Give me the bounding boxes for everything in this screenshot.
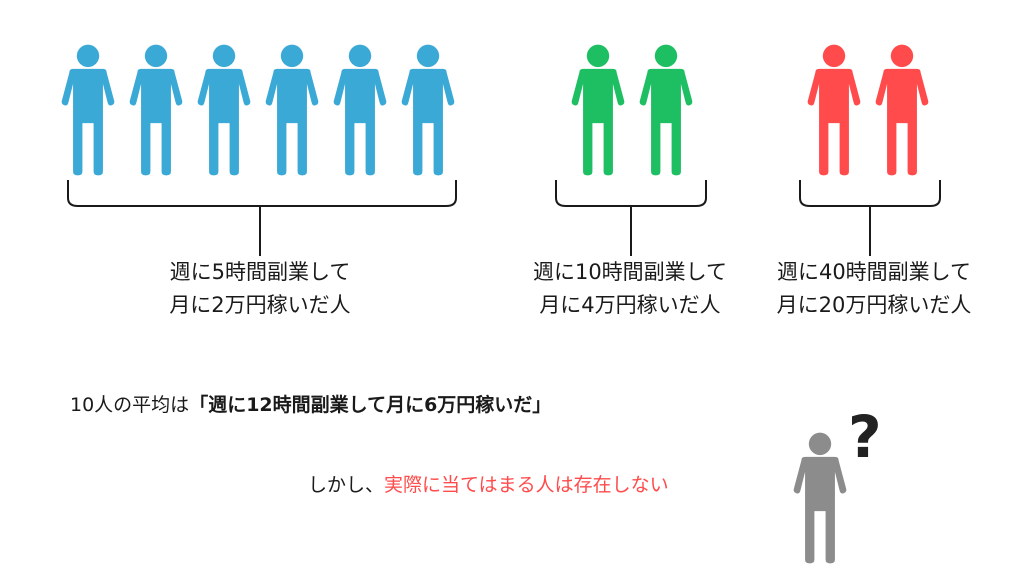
summary-close-quote: 」 [532, 394, 552, 416]
person-icon [400, 40, 456, 180]
note-prefix: しかし、 [308, 474, 385, 496]
person-icon [332, 40, 388, 180]
person-icon [196, 40, 252, 180]
group2-label: 週に10時間副業して 月に4万円稼いだ人 [510, 256, 750, 322]
summary-open-quote: 「 [189, 394, 209, 416]
note-highlight: 実際に当てはまる人は存在しない [384, 474, 669, 496]
average-summary: 10人の平均は「週に12時間副業して月に6万円稼いだ」 [70, 390, 551, 417]
summary-quote-text: 週に12時間副業して月に6万円稼いだ [208, 394, 533, 416]
group3-label: 週に40時間副業して 月に20万円稼いだ人 [754, 256, 994, 322]
question-mark-icon: ? [848, 403, 882, 471]
unknown-person-icon [792, 428, 848, 568]
group2-label-line1: 週に10時間副業して [532, 260, 728, 284]
person-icon [874, 40, 930, 180]
person-icon [128, 40, 184, 180]
group2-label-line2: 月に4万円稼いだ人 [539, 293, 721, 317]
group3-label-line2: 月に20万円稼いだ人 [776, 293, 972, 317]
person-icon [570, 40, 626, 180]
summary-prefix: 10人の平均は [70, 394, 190, 416]
group3-bracket [799, 180, 941, 256]
person-icon [60, 40, 116, 180]
person-icon [806, 40, 862, 180]
group1-label-line1: 週に5時間副業して [169, 260, 351, 284]
group1-bracket [67, 180, 457, 256]
person-icon [638, 40, 694, 180]
conclusion-note: しかし、実際に当てはまる人は存在しない [308, 470, 669, 497]
group3-label-line1: 週に40時間副業して [776, 260, 972, 284]
group2-bracket [555, 180, 707, 256]
group1-label: 週に5時間副業して 月に2万円稼いだ人 [140, 256, 380, 322]
person-icon [264, 40, 320, 180]
group1-label-line2: 月に2万円稼いだ人 [169, 293, 351, 317]
